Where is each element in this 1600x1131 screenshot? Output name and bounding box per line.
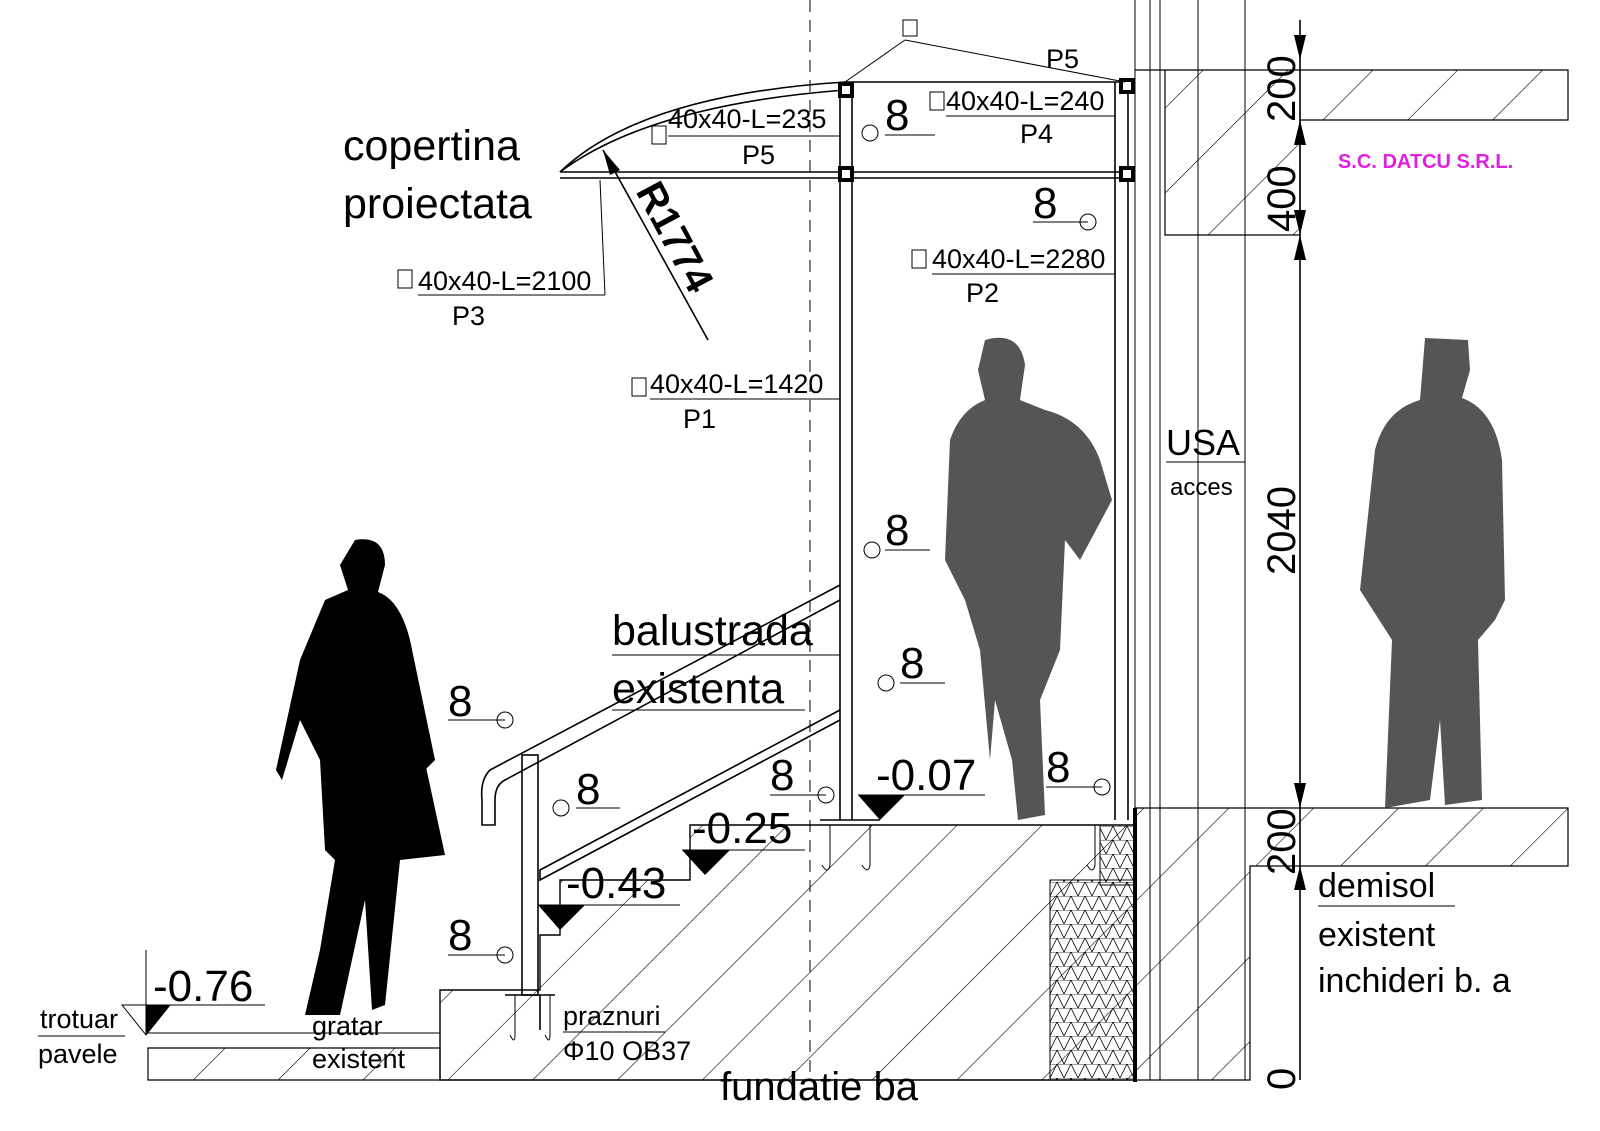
door-label: USA bbox=[1166, 422, 1240, 463]
company-name: S.C. DATCU S.R.L. bbox=[1338, 151, 1513, 173]
basement-label-1: demisol bbox=[1318, 867, 1435, 905]
weld-size: 8 bbox=[448, 911, 472, 960]
foundation-label: fundatie ba bbox=[720, 1065, 919, 1109]
ground-hatch bbox=[147, 69, 1569, 1082]
basement-label-2: existent bbox=[1318, 916, 1436, 954]
profile-name-p4: P4 bbox=[1020, 119, 1053, 149]
profile-name-p2: P2 bbox=[966, 278, 999, 308]
sidewalk-label-1: trotuar bbox=[40, 1004, 118, 1034]
grate-label-1: gratar bbox=[312, 1011, 383, 1041]
dim-canopy-top: 200 bbox=[1260, 55, 1304, 122]
profile-size-p1: 40x40-L=1420 bbox=[650, 369, 823, 399]
weld-symbols bbox=[448, 124, 1111, 964]
profile-size-p4: 40x40-L=240 bbox=[946, 86, 1104, 116]
profile-size-p3: 40x40-L=2100 bbox=[418, 266, 591, 296]
railing bbox=[480, 584, 1096, 1041]
vertical-dimensions: 200 400 2040 200 0 bbox=[1260, 55, 1304, 1090]
anchors-label-1: praznuri bbox=[563, 1001, 661, 1031]
profile-name-p5-top: P5 bbox=[1046, 44, 1079, 74]
weld-size: 8 bbox=[448, 677, 472, 726]
level-step-2: -0.25 bbox=[692, 804, 792, 853]
level-step-1: -0.43 bbox=[566, 859, 666, 908]
dimension-line bbox=[1294, 20, 1306, 1080]
level-sidewalk: -0.76 bbox=[153, 962, 253, 1011]
profile-name-p3: P3 bbox=[452, 301, 485, 331]
person-silhouette-man bbox=[945, 337, 1112, 820]
weld-size: 8 bbox=[885, 91, 909, 140]
canopy-label-2: proiectata bbox=[343, 180, 532, 228]
weld-size: 8 bbox=[885, 506, 909, 555]
level-markers bbox=[120, 794, 985, 1036]
weld-size: 8 bbox=[576, 765, 600, 814]
railing-label-2: existenta bbox=[612, 665, 784, 713]
dim-canopy: 400 bbox=[1260, 165, 1304, 232]
profile-name-p5: P5 bbox=[742, 140, 775, 170]
sidewalk-label-2: pavele bbox=[38, 1039, 118, 1069]
basement-label-3: inchideri b. a bbox=[1318, 962, 1511, 1000]
dim-zero: 0 bbox=[1260, 1068, 1304, 1090]
person-silhouette-woman bbox=[276, 539, 445, 1015]
profile-size-p2: 40x40-L=2280 bbox=[932, 244, 1105, 274]
canopy-label-1: copertina bbox=[343, 122, 520, 170]
building-walls bbox=[809, 0, 1246, 1080]
weld-size: 8 bbox=[1033, 179, 1057, 228]
level-landing: -0.07 bbox=[876, 751, 976, 800]
profile-labels: 40x40-L=2100 P3 40x40-L=235 P5 40x40-L=2… bbox=[397, 44, 1115, 434]
radius-label: R1774 bbox=[627, 175, 722, 300]
dim-door-height: 2040 bbox=[1260, 486, 1304, 575]
dim-floor: 200 bbox=[1260, 808, 1304, 875]
profile-name-p1: P1 bbox=[683, 404, 716, 434]
railing-label-1: balustrada bbox=[612, 607, 813, 655]
door-sublabel: acces bbox=[1170, 474, 1233, 501]
weld-size: 8 bbox=[1046, 743, 1070, 792]
person-silhouette-man-2 bbox=[1360, 338, 1505, 808]
weld-size: 8 bbox=[770, 751, 794, 800]
canopy-frame bbox=[559, 19, 1135, 820]
profile-size-p5: 40x40-L=235 bbox=[668, 104, 826, 134]
weld-labels: 8 8 8 8 8 8 8 8 8 bbox=[448, 91, 1070, 960]
weld-size: 8 bbox=[900, 639, 924, 688]
anchors-label-2: Φ10 OB37 bbox=[563, 1036, 691, 1066]
grate-label-2: existent bbox=[312, 1044, 406, 1074]
